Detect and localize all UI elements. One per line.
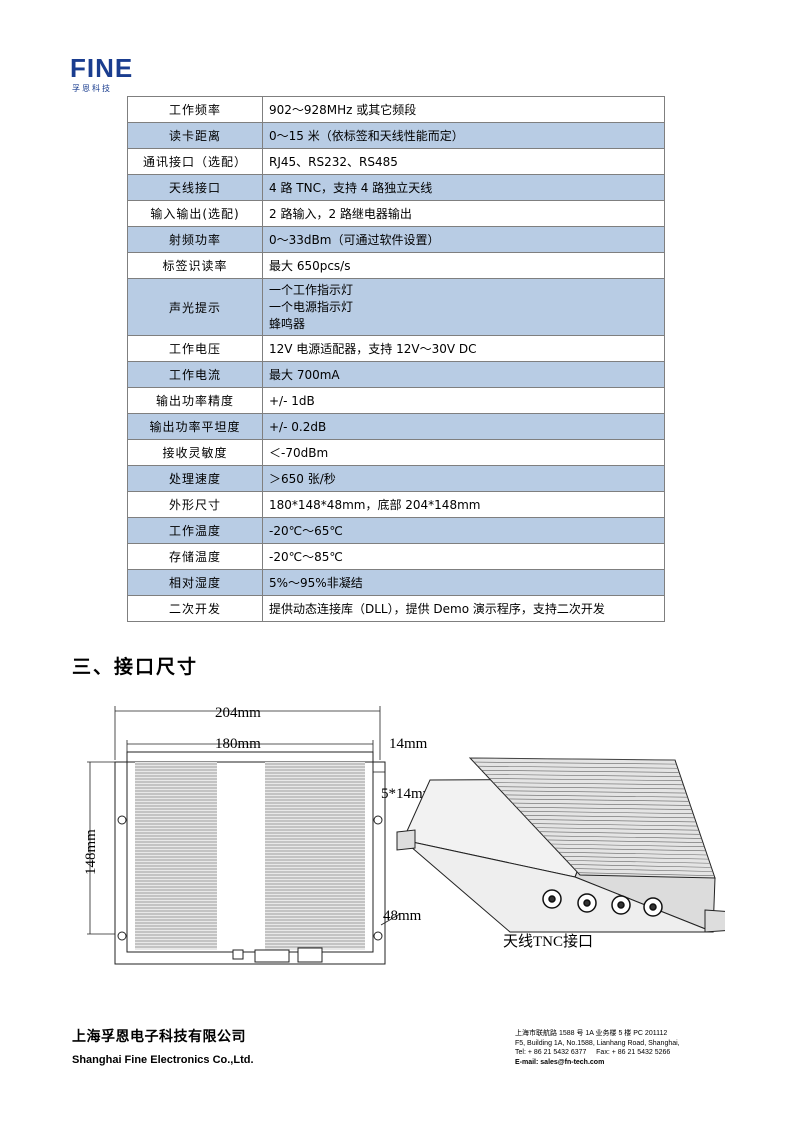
spec-row: 声光提示一个工作指示灯一个电源指示灯蜂鸣器 [127, 278, 665, 336]
spec-value: 5%～95%非凝结 [262, 569, 665, 596]
spec-value: 最大 700mA [262, 361, 665, 388]
spec-value: RJ45、RS232、RS485 [262, 148, 665, 175]
spec-value: ＜-70dBm [262, 439, 665, 466]
company-logo: FINE 孚恩科技 [70, 55, 138, 95]
dim-5x14-label: 5*14mm [381, 786, 435, 802]
spec-label: 输入输出(选配) [127, 200, 263, 227]
spec-label: 存储温度 [127, 543, 263, 570]
spec-label: 处理速度 [127, 465, 263, 492]
spec-row: 接收灵敏度＜-70dBm [127, 439, 665, 466]
spec-label: 二次开发 [127, 595, 263, 622]
spec-value: 4 路 TNC，支持 4 路独立天线 [262, 174, 665, 201]
company-name-en: Shanghai Fine Electronics Co.,Ltd. [72, 1054, 254, 1066]
spec-value: -20℃～65℃ [262, 517, 665, 544]
spec-row: 输出功率精度+/- 1dB [127, 387, 665, 414]
spec-row: 存储温度-20℃～85℃ [127, 543, 665, 570]
spec-row: 工作电流最大 700mA [127, 361, 665, 388]
spec-row: 输入输出(选配)2 路输入，2 路继电器输出 [127, 200, 665, 227]
spec-label: 工作电流 [127, 361, 263, 388]
dimension-diagram: 204mm 180mm 14mm 5*14mm 148mm 48mm 天线TNC… [83, 705, 725, 965]
spec-label: 天线接口 [127, 174, 263, 201]
spec-row: 标签识读率最大 650pcs/s [127, 252, 665, 279]
tnc-label: 天线TNC接口 [503, 933, 593, 950]
address-en: F5, Building 1A, No.1588, Lianhang Road,… [515, 1039, 680, 1047]
spec-value-line: 一个工作指示灯 [269, 282, 354, 297]
spec-value: +/- 0.2dB [262, 413, 665, 440]
spec-label: 外形尺寸 [127, 491, 263, 518]
spec-value-line: 蜂鸣器 [269, 316, 306, 331]
spec-label: 相对湿度 [127, 569, 263, 596]
phone: Tel: + 86 21 5432 6377 [515, 1049, 587, 1056]
spec-row: 工作温度-20℃～65℃ [127, 517, 665, 544]
spec-label: 输出功率平坦度 [127, 413, 263, 440]
spec-value: 0～33dBm（可通过软件设置） [262, 226, 665, 253]
spec-label: 工作电压 [127, 335, 263, 362]
spec-label: 声光提示 [127, 278, 263, 336]
dim-14-label: 14mm [389, 736, 428, 752]
spec-label: 工作温度 [127, 517, 263, 544]
tnc-connectors [542, 889, 663, 917]
phone-fax: Tel: + 86 21 5432 6377 Fax: + 86 21 5432… [515, 1048, 680, 1058]
spec-value: +/- 1dB [262, 387, 665, 414]
spec-row: 输出功率平坦度+/- 0.2dB [127, 413, 665, 440]
spec-label: 读卡距离 [127, 122, 263, 149]
spec-label: 射频功率 [127, 226, 263, 253]
spec-value: 2 路输入，2 路继电器输出 [262, 200, 665, 227]
company-name-cn: 上海孚恩电子科技有限公司 [72, 1029, 246, 1045]
spec-label: 标签识读率 [127, 252, 263, 279]
dim-204-label: 204mm [215, 705, 261, 721]
front-ports [117, 815, 383, 963]
spec-value: 最大 650pcs/s [262, 252, 665, 279]
spec-value: 180*148*48mm，底部 204*148mm [262, 491, 665, 518]
front-view [114, 751, 386, 965]
spec-value: 一个工作指示灯一个电源指示灯蜂鸣器 [262, 278, 665, 336]
spec-value: 提供动态连接库（DLL），提供 Demo 演示程序，支持二次开发 [262, 595, 665, 622]
perspective-view [396, 757, 725, 933]
spec-label: 通讯接口（选配） [127, 148, 263, 175]
spec-value: ＞650 张/秒 [262, 465, 665, 492]
dim-180-label: 180mm [215, 736, 261, 752]
logo-text: FINE [70, 53, 134, 83]
footer-company: 上海孚恩电子科技有限公司 Shanghai Fine Electronics C… [72, 1026, 254, 1066]
footer-contact: 上海市联航路 1588 号 1A 业务楼 5 楼 PC 201112 F5, B… [515, 1029, 680, 1067]
spec-label: 接收灵敏度 [127, 439, 263, 466]
spec-value: 902～928MHz 或其它频段 [262, 96, 665, 123]
dim-48-label: 48mm [383, 908, 422, 924]
logo-subtext: 孚恩科技 [72, 84, 112, 93]
spec-label: 输出功率精度 [127, 387, 263, 414]
address-cn: 上海市联航路 1588 号 1A 业务楼 5 楼 PC 201112 [515, 1030, 668, 1037]
section-title: 三、接口尺寸 [72, 656, 199, 678]
spec-value-line: 一个电源指示灯 [269, 299, 354, 314]
fax: Fax: + 86 21 5432 5266 [596, 1049, 671, 1056]
spec-row: 处理速度＞650 张/秒 [127, 465, 665, 492]
email: E-mail: sales@fn-tech.com [515, 1058, 605, 1066]
spec-value: 0～15 米（依标签和天线性能而定） [262, 122, 665, 149]
spec-value: -20℃～85℃ [262, 543, 665, 570]
spec-row: 二次开发提供动态连接库（DLL），提供 Demo 演示程序，支持二次开发 [127, 595, 665, 622]
spec-label: 工作频率 [127, 96, 263, 123]
spec-value: 12V 电源适配器，支持 12V～30V DC [262, 335, 665, 362]
dim-148-label: 148mm [83, 829, 99, 875]
spec-row: 通讯接口（选配）RJ45、RS232、RS485 [127, 148, 665, 175]
